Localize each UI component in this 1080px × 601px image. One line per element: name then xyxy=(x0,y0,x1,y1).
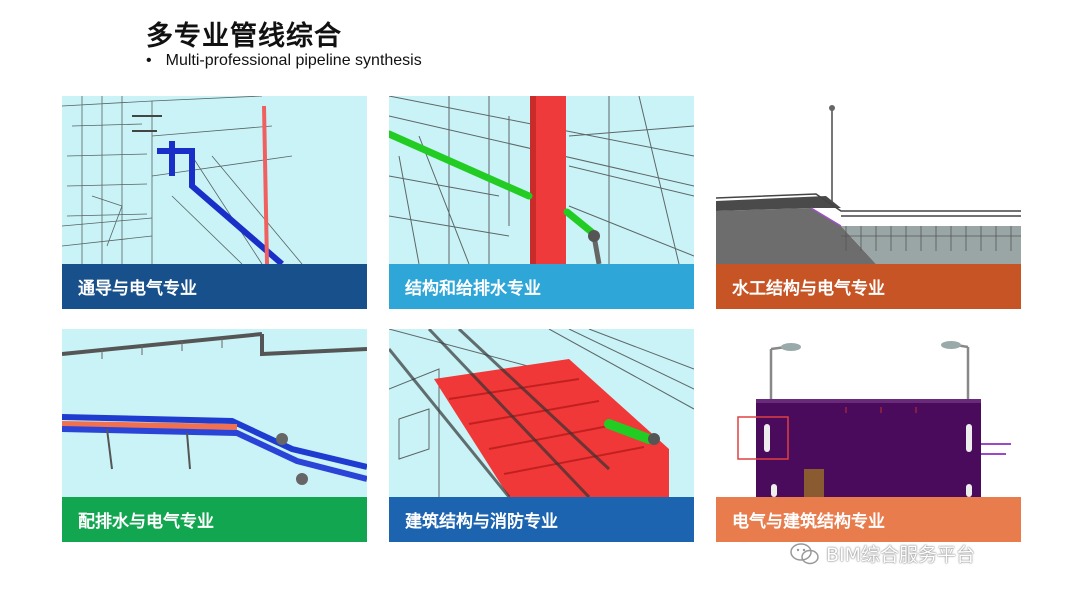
wechat-icon xyxy=(790,542,819,564)
card-communication-electrical[interactable]: 通导与电气专业 xyxy=(62,96,367,309)
card-label: 通导与电气专业 xyxy=(62,264,367,309)
subtitle-text: Multi-professional pipeline synthesis xyxy=(165,52,422,69)
card-label: 结构和给排水专业 xyxy=(389,264,694,309)
watermark-text: BIM综合服务平台 xyxy=(826,544,976,566)
page-title: 多专业管线综合 xyxy=(146,21,342,52)
watermark: BIM综合服务平台 xyxy=(790,540,975,567)
card-label: 配排水与电气专业 xyxy=(62,497,367,542)
bim-model-image-2 xyxy=(389,96,694,264)
bim-model-image-1 xyxy=(62,96,367,264)
card-label: 电气与建筑结构专业 xyxy=(716,497,1021,542)
bim-model-image-6 xyxy=(716,329,1021,497)
card-hydraulic-electrical[interactable]: 水工结构与电气专业 xyxy=(716,96,1021,309)
page-subtitle: • Multi-professional pipeline synthesis xyxy=(146,52,422,70)
card-structure-water[interactable]: 结构和给排水专业 xyxy=(389,96,694,309)
bim-model-image-5 xyxy=(389,329,694,497)
card-label: 建筑结构与消防专业 xyxy=(389,497,694,542)
card-electrical-building[interactable]: 电气与建筑结构专业 xyxy=(716,329,1021,542)
bim-model-image-3 xyxy=(716,96,1021,264)
bullet: • xyxy=(146,52,152,69)
card-building-fire[interactable]: 建筑结构与消防专业 xyxy=(389,329,694,542)
card-drainage-electrical[interactable]: 配排水与电气专业 xyxy=(62,329,367,542)
card-label: 水工结构与电气专业 xyxy=(716,264,1021,309)
bim-model-image-4 xyxy=(62,329,367,497)
